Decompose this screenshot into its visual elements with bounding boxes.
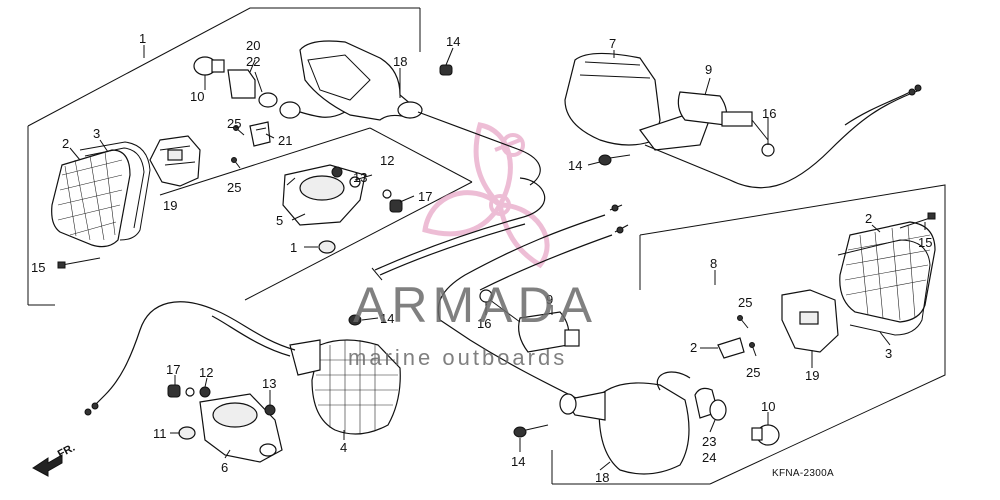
callout-19-front-left: 19 bbox=[163, 198, 177, 213]
callout-14-b: 14 bbox=[568, 158, 582, 173]
callout-3-front-left: 3 bbox=[93, 126, 100, 141]
callout-10-front-left: 10 bbox=[190, 89, 204, 104]
callout-13-top: 13 bbox=[353, 170, 367, 185]
callout-17-top: 17 bbox=[418, 189, 432, 204]
callout-15-rear-right: 15 bbox=[918, 235, 932, 250]
rear-right-gasket-3 bbox=[837, 239, 931, 336]
rear-right-bolt-14 bbox=[513, 424, 549, 438]
rear-right-clip-2 bbox=[717, 337, 745, 359]
watermark-text: ARMADA marine outboards bbox=[348, 277, 597, 370]
front-wire-harness-12 bbox=[371, 177, 546, 281]
callout-8: 8 bbox=[710, 256, 717, 271]
front-left-bulb-10 bbox=[193, 56, 225, 76]
callout-16-center: 16 bbox=[477, 316, 491, 331]
callout-20: 20 bbox=[246, 38, 260, 53]
callout-1-top: 1 bbox=[139, 31, 146, 46]
watermark-subtitle: marine outboards bbox=[348, 345, 567, 370]
callout-11: 11 bbox=[153, 426, 167, 441]
front-left-housing-18 bbox=[299, 40, 541, 186]
callout-5: 5 bbox=[276, 213, 283, 228]
front-left-clip-21 bbox=[249, 121, 271, 147]
front-left-lens-2 bbox=[51, 149, 131, 248]
leader-lines bbox=[69, 45, 926, 471]
callout-23: 23 bbox=[702, 434, 716, 449]
callout-13-bottom: 13 bbox=[262, 376, 276, 391]
rear-right-housing-18 bbox=[559, 382, 690, 475]
rear-bolt-14-top bbox=[598, 154, 631, 166]
front-direction-arrow: FR. bbox=[32, 442, 77, 477]
callout-9-center: 9 bbox=[546, 292, 553, 307]
front-right-wire bbox=[84, 301, 296, 416]
center-wire-harness bbox=[437, 204, 629, 401]
front-left-nut-14 bbox=[439, 64, 453, 76]
front-stay-6 bbox=[199, 393, 283, 463]
callout-6: 6 bbox=[221, 460, 228, 475]
callout-12-bottom: 12 bbox=[199, 365, 213, 380]
front-left-socket-19 bbox=[149, 135, 201, 187]
callout-9-top: 9 bbox=[705, 62, 712, 77]
rear-stay-9-center bbox=[479, 289, 580, 353]
rear-right-screw-15 bbox=[899, 212, 936, 229]
callout-2-clip: 2 bbox=[690, 340, 697, 355]
front-right-lens-4 bbox=[289, 339, 401, 435]
front-stay-6-hardware bbox=[167, 384, 276, 440]
callout-14-d: 14 bbox=[511, 454, 525, 469]
callout-18-top: 18 bbox=[393, 54, 407, 69]
callout-25-d: 25 bbox=[746, 365, 760, 380]
rear-nut-16-top bbox=[761, 143, 775, 157]
diagram-code: KFNA-2300A bbox=[772, 468, 834, 479]
callout-labels: 1 2 3 15 19 10 20 22 25 25 21 14 18 7 9 … bbox=[31, 31, 932, 485]
callout-25-a: 25 bbox=[227, 116, 241, 131]
callout-12-top: 12 bbox=[380, 153, 394, 168]
group-box-right bbox=[551, 184, 946, 485]
callout-3-rear-right: 3 bbox=[885, 346, 892, 361]
front-left-gasket-3 bbox=[79, 141, 151, 241]
callout-24: 24 bbox=[702, 450, 716, 465]
callout-15-front-left: 15 bbox=[31, 260, 45, 275]
callout-17-bottom: 17 bbox=[166, 362, 180, 377]
front-left-screw-15 bbox=[57, 257, 101, 269]
callout-16-top: 16 bbox=[762, 106, 776, 121]
callout-25-c: 25 bbox=[738, 295, 752, 310]
watermark-title: ARMADA bbox=[353, 277, 597, 333]
front-stay-5 bbox=[282, 164, 366, 226]
callout-18-bottom: 18 bbox=[595, 470, 609, 485]
callout-1-stay: 1 bbox=[290, 240, 297, 255]
rear-right-bulb-10 bbox=[751, 424, 780, 446]
callout-25-b: 25 bbox=[227, 180, 241, 195]
callout-7: 7 bbox=[609, 36, 616, 51]
callout-19-rear-right: 19 bbox=[805, 368, 819, 383]
rear-right-socket-19 bbox=[781, 289, 839, 353]
front-left-socket-20-22 bbox=[227, 69, 346, 119]
callout-14-a: 14 bbox=[446, 34, 460, 49]
callout-21: 21 bbox=[278, 133, 292, 148]
rear-right-socket-23-24 bbox=[656, 371, 727, 421]
callout-2-rear-right: 2 bbox=[865, 211, 872, 226]
callout-10-rear-right: 10 bbox=[761, 399, 775, 414]
callout-14-c: 14 bbox=[380, 311, 394, 326]
front-left-screws-25 bbox=[231, 125, 245, 169]
rear-stay-9-top bbox=[677, 91, 769, 141]
front-right-bolt-14 bbox=[348, 314, 362, 326]
rear-right-screws-25 bbox=[737, 315, 757, 357]
direction-label: FR. bbox=[56, 442, 77, 461]
callout-2-front-left: 2 bbox=[62, 136, 69, 151]
watermark-propeller bbox=[422, 122, 550, 269]
callout-4: 4 bbox=[340, 440, 347, 455]
callout-22: 22 bbox=[246, 54, 260, 69]
group-box-left bbox=[27, 7, 473, 306]
